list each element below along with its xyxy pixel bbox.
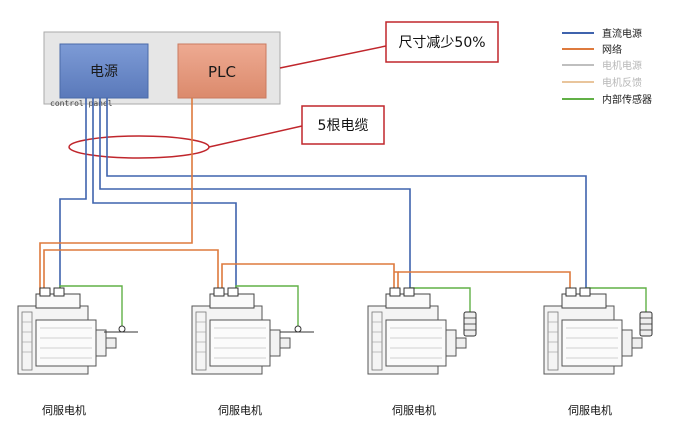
servo-unit-4 <box>543 287 653 375</box>
legend-item-dc-power: 直流电源 <box>562 27 642 40</box>
motor-label-4: 伺服电机 <box>568 403 612 417</box>
legend-label: 电机电源 <box>602 59 642 72</box>
legend: 直流电源 网络 电机电源 电机反馈 内部传感器 <box>562 27 652 106</box>
legend-label: 电机反馈 <box>602 76 642 89</box>
dc-power-lines <box>59 98 587 290</box>
limit-switch-icon <box>104 325 138 333</box>
cable-bundle-ellipse <box>68 135 210 159</box>
plc-label: PLC <box>208 63 236 81</box>
servo-unit-3 <box>367 287 477 375</box>
power-supply-box <box>59 43 149 99</box>
motor-label-1: 伺服电机 <box>42 403 86 417</box>
legend-label: 直流电源 <box>602 27 642 40</box>
motor-label-2: 伺服电机 <box>218 403 262 417</box>
legend-label: 网络 <box>602 43 622 56</box>
control-panel: 电源 PLC control panel <box>43 31 281 108</box>
size-reduction-text: 尺寸减少50% <box>398 35 485 51</box>
servo-unit-1 <box>17 287 138 375</box>
servo-unit-2 <box>191 287 314 375</box>
cable-callout: 5根电缆 <box>68 105 385 159</box>
limit-switch-icon <box>280 325 314 333</box>
plc-box <box>177 43 267 99</box>
proximity-sensor-icon <box>463 311 477 337</box>
control-panel-label: control panel <box>50 99 113 108</box>
legend-item-motor-feedback: 电机反馈 <box>562 76 642 89</box>
legend-item-internal-sensor: 内部传感器 <box>562 93 652 106</box>
motor-label-3: 伺服电机 <box>392 403 436 417</box>
proximity-sensor-icon <box>639 311 653 337</box>
cable-count-text: 5根电缆 <box>318 118 369 134</box>
legend-item-motor-power: 电机电源 <box>562 59 642 72</box>
legend-label: 内部传感器 <box>602 93 652 106</box>
size-callout: 尺寸减少50% <box>279 21 499 69</box>
legend-item-network: 网络 <box>562 43 622 56</box>
power-supply-label: 电源 <box>90 64 118 80</box>
